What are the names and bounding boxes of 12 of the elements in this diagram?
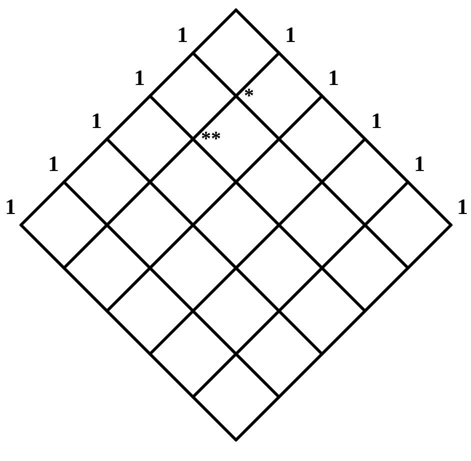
grid-mark: 1 bbox=[371, 109, 382, 133]
grid-mark: 1 bbox=[5, 195, 16, 219]
grid-mark: 1 bbox=[414, 152, 425, 176]
grid-mark: ** bbox=[201, 132, 221, 146]
grid-mark: 1 bbox=[285, 23, 296, 47]
grid-mark: 1 bbox=[48, 152, 59, 176]
grid-mark: * bbox=[244, 89, 254, 103]
grid-mark: 1 bbox=[134, 66, 145, 90]
grid-mark: 1 bbox=[177, 23, 188, 47]
grid-mark: 1 bbox=[91, 109, 102, 133]
grid-mark: 1 bbox=[457, 195, 468, 219]
grid-mark: 1 bbox=[328, 66, 339, 90]
